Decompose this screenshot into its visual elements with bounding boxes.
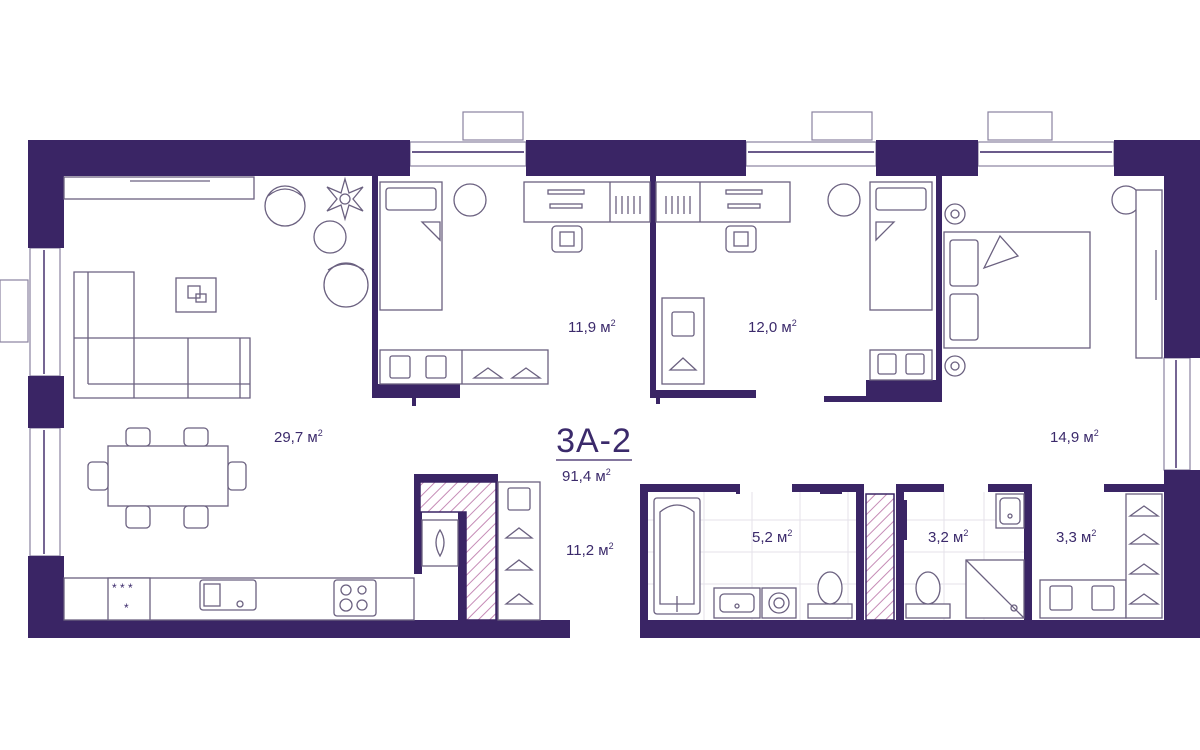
apartment-total-area: 91,4 м2 [562, 467, 611, 485]
door-marks [412, 394, 907, 540]
window-living-left [0, 247, 61, 557]
walls [28, 140, 1200, 638]
bed-icon [869, 181, 933, 311]
bookshelf-icon [665, 196, 691, 214]
chair-icon [725, 225, 757, 253]
apartment-title: 3А-2 91,4 м2 [556, 422, 632, 485]
desk-icon [523, 181, 651, 223]
armchair-icon [323, 262, 369, 308]
apartment-code: 3А-2 [556, 422, 632, 460]
side-table-icon [313, 220, 347, 254]
dresser-icon [869, 349, 933, 381]
area-label-wc: 3,2 м2 [928, 528, 968, 546]
svg-text:* * *: * * * [112, 581, 133, 595]
bathtub-icon [653, 497, 701, 615]
stove-icon [333, 579, 377, 617]
room-labels: 29,7 м2 11,9 м2 12,0 м2 14,9 м2 11,2 м2 … [274, 318, 1099, 559]
washing-machine-icon [761, 587, 797, 619]
sink-icon [713, 587, 761, 619]
wardrobe-icon [379, 349, 549, 385]
toilet-icon [905, 571, 951, 619]
plant-icon [326, 176, 364, 222]
bedroom-1-furniture [379, 181, 651, 385]
desk-icon [655, 181, 791, 223]
armchair-icon [264, 185, 306, 227]
bed-icon [943, 231, 1091, 349]
area-label-bedroom-2: 12,0 м2 [748, 318, 797, 336]
window-master-right [1163, 357, 1191, 471]
area-label-bathroom: 5,2 м2 [752, 528, 792, 546]
boiler-icon [421, 519, 459, 567]
window-bedroom-1 [409, 111, 527, 167]
svg-text:*: * [124, 601, 129, 615]
bedroom-2-furniture [655, 181, 933, 385]
coffee-table-icon [175, 277, 217, 313]
area-label-bedroom-1: 11,9 м2 [568, 318, 616, 336]
area-label-living: 29,7 м2 [274, 428, 323, 446]
toilet-icon [807, 571, 853, 619]
shower-icon [965, 559, 1025, 619]
area-label-hall: 11,2 м2 [566, 541, 614, 559]
sofa-icon [73, 271, 251, 399]
dining-table-icon [87, 427, 247, 529]
nightstand-icon [944, 355, 966, 377]
bathroom-fixtures [653, 493, 1025, 619]
window-master-top [977, 111, 1115, 167]
window-bedroom-2 [745, 111, 877, 167]
floor-lamp-icon [827, 183, 861, 217]
ventilation-shafts [419, 481, 895, 621]
living-kitchen-furniture: * * * * [63, 176, 459, 621]
wardrobe-icon [661, 297, 705, 385]
dresser-icon [1135, 189, 1163, 359]
floor-lamp-icon [453, 183, 487, 217]
area-label-master-bedroom: 14,9 м2 [1050, 428, 1099, 446]
master-bedroom-furniture [943, 185, 1163, 377]
sink-icon [995, 493, 1025, 529]
oven-icon: * * * * [107, 577, 151, 621]
hall-wardrobe [497, 481, 541, 621]
bed-icon [379, 181, 443, 311]
wardrobe-room-fixtures [1039, 493, 1163, 619]
nightstand-icon [944, 203, 966, 225]
bookshelf-icon [615, 196, 641, 214]
kitchen-sink-icon [199, 579, 257, 611]
chair-icon [551, 225, 583, 253]
area-label-wardrobe: 3,3 м2 [1056, 528, 1096, 546]
windows [0, 111, 1191, 557]
